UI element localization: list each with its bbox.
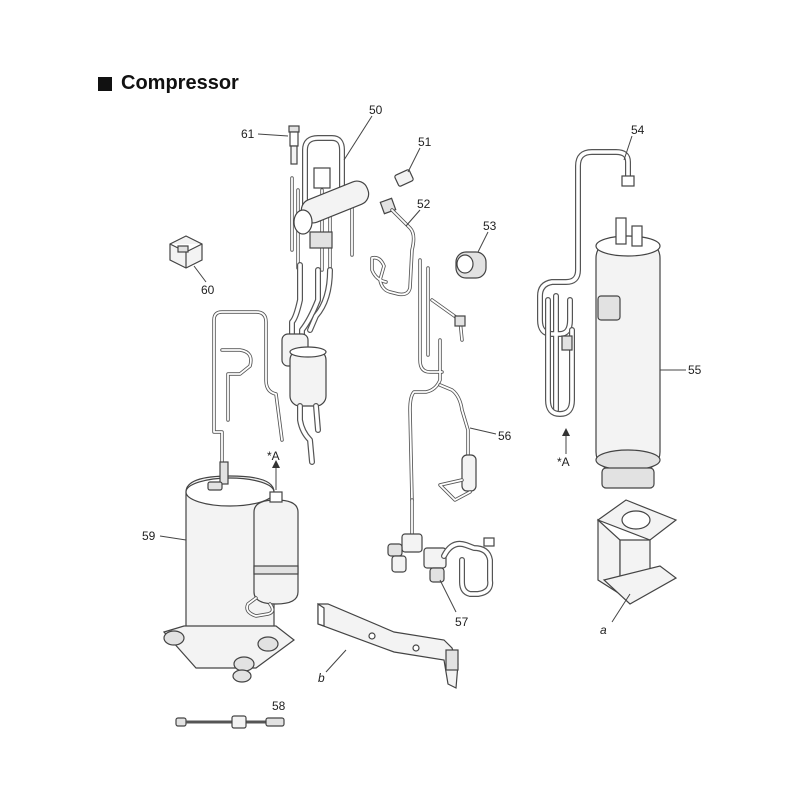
- part-50-four-way-valve-assembly: [281, 115, 373, 465]
- label-61: 61: [241, 127, 255, 141]
- part-54-suction-tube: [537, 135, 635, 454]
- label-54: 54: [631, 123, 645, 137]
- label-52: 52: [417, 197, 431, 211]
- part-57-service-valves: [387, 498, 495, 613]
- section-title: Compressor: [98, 72, 239, 95]
- part-51-coil: [394, 147, 421, 187]
- label-b: b: [318, 671, 325, 685]
- label-58: 58: [272, 699, 286, 713]
- leader-61: [257, 133, 289, 137]
- connection-label-right: *A: [557, 455, 570, 469]
- part-59-compressor: [159, 310, 299, 683]
- page-title: Compressor: [121, 72, 239, 94]
- label-59: 59: [142, 529, 156, 543]
- label-56: 56: [498, 429, 512, 443]
- connection-label-left: *A: [267, 449, 280, 463]
- part-a-bracket: [596, 499, 678, 623]
- label-a: a: [600, 623, 607, 637]
- part-55-accumulator: [595, 217, 686, 489]
- part-b-base-bracket: [317, 602, 459, 689]
- label-57: 57: [455, 615, 469, 629]
- label-55: 55: [688, 363, 702, 377]
- label-50: 50: [369, 103, 383, 117]
- label-53: 53: [483, 219, 497, 233]
- part-52-expansion-tube: [370, 197, 421, 297]
- part-53-solenoid-coil: [455, 231, 489, 279]
- label-60: 60: [201, 283, 215, 297]
- part-56-bypass-tube: [408, 258, 497, 502]
- label-51: 51: [418, 135, 432, 149]
- part-58-cable: [175, 715, 285, 729]
- part-61-valve-core: [288, 125, 300, 165]
- black-square-icon: [98, 76, 112, 91]
- part-60-terminal-cover: [169, 235, 207, 283]
